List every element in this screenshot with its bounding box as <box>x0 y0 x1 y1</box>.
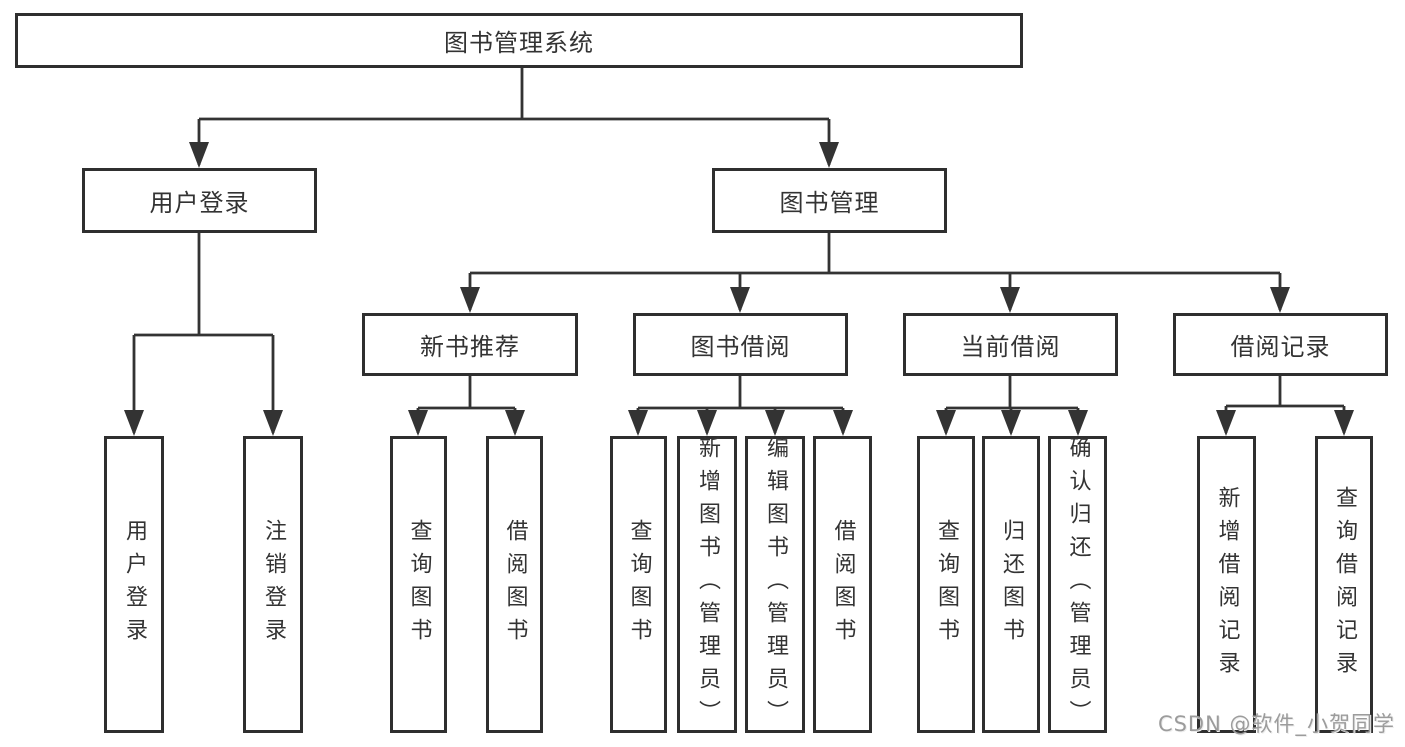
leaf-add-borrow-record: 新增借阅记录 <box>1197 436 1256 733</box>
leaf-return-book: 归还图书 <box>982 436 1040 733</box>
leaf-query-book: 查询图书 <box>390 436 447 733</box>
node-book-management: 图书管理 <box>712 168 947 233</box>
leaf-label: 借阅图书 <box>502 518 528 651</box>
leaf-label: 查询借阅记录 <box>1332 485 1357 684</box>
node-label: 图书借阅 <box>690 333 791 361</box>
leaf-label: 借阅图书 <box>830 518 856 651</box>
leaf-label: 确认归还（管理员） <box>1065 436 1091 733</box>
node-label: 图书管理 <box>779 189 880 217</box>
leaf-label: 查询图书 <box>406 518 432 651</box>
node-label: 图书管理系统 <box>444 29 594 57</box>
leaf-label: 新增图书（管理员） <box>695 436 720 733</box>
node-borrow-record: 借阅记录 <box>1173 313 1388 376</box>
leaf-user-login: 用户登录 <box>104 436 164 733</box>
node-user-login: 用户登录 <box>82 168 317 233</box>
leaf-label: 编辑图书（管理员） <box>763 436 788 733</box>
node-label: 借阅记录 <box>1230 333 1331 361</box>
leaf-edit-book-admin: 编辑图书（管理员） <box>745 436 805 733</box>
leaf-confirm-return-admin: 确认归还（管理员） <box>1048 436 1107 733</box>
leaf-query-borrow-record: 查询借阅记录 <box>1315 436 1373 733</box>
leaf-query-book: 查询图书 <box>610 436 667 733</box>
leaf-borrow-book: 借阅图书 <box>813 436 872 733</box>
node-label: 用户登录 <box>149 189 250 217</box>
leaf-label: 用户登录 <box>122 518 147 651</box>
leaf-label: 查询图书 <box>934 518 959 651</box>
watermark: CSDN @软件_小贺同学 <box>1157 712 1395 736</box>
leaf-add-book-admin: 新增图书（管理员） <box>677 436 737 733</box>
leaf-label: 注销登录 <box>261 518 286 651</box>
node-label: 当前借阅 <box>960 333 1061 361</box>
tree-edges <box>132 68 1346 433</box>
leaf-label: 查询图书 <box>626 518 652 651</box>
node-new-book-recommend: 新书推荐 <box>362 313 578 376</box>
node-book-borrow: 图书借阅 <box>633 313 848 376</box>
leaf-label: 归还图书 <box>999 518 1024 651</box>
node-library-system: 图书管理系统 <box>15 13 1023 68</box>
node-current-borrow: 当前借阅 <box>903 313 1118 376</box>
node-label: 新书推荐 <box>420 333 520 361</box>
leaf-query-book: 查询图书 <box>917 436 975 733</box>
leaf-logout: 注销登录 <box>243 436 303 733</box>
leaf-borrow-book: 借阅图书 <box>486 436 543 733</box>
leaf-label: 新增借阅记录 <box>1214 485 1240 684</box>
